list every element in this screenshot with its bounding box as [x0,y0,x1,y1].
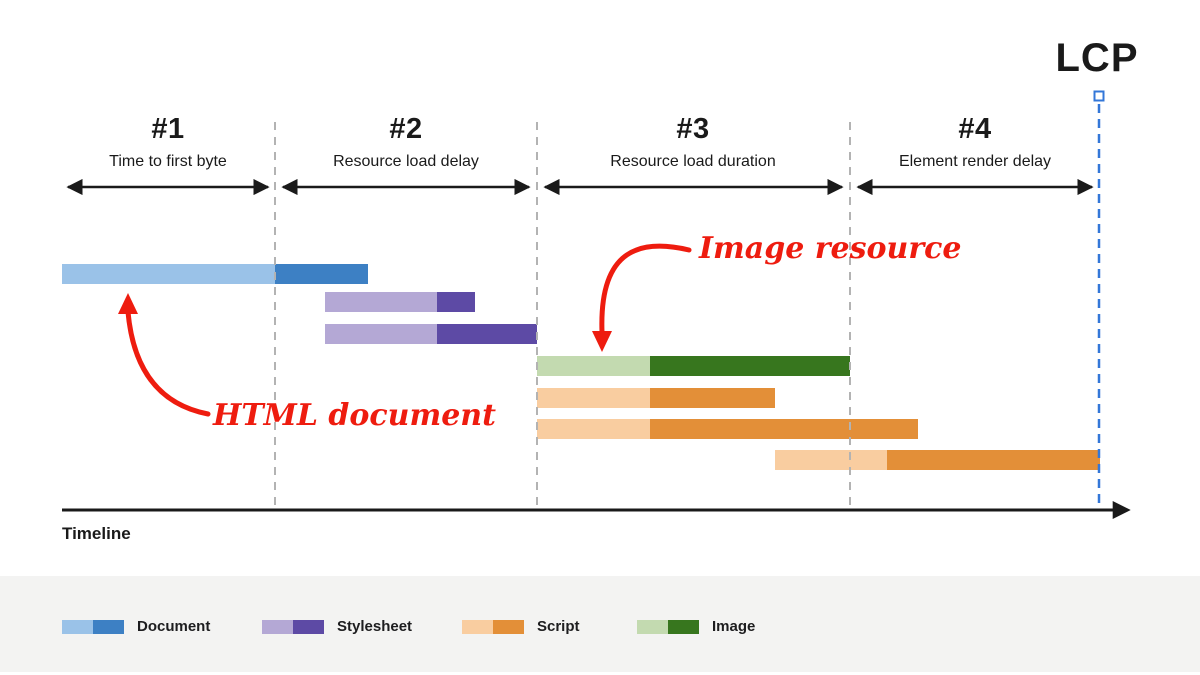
script-bar [537,419,918,439]
stylesheet-bar [325,292,475,312]
script-swatch-icon [462,619,524,634]
html-document-arrow [125,309,211,417]
phase-header-2: #2 Resource load delay [256,113,556,170]
phase-number: #2 [389,113,423,145]
legend-item-script: Script [462,618,580,635]
image-resource-annotation: Image resource [699,231,962,266]
script-bar [775,450,1100,470]
legend-item-image: Image [637,618,755,635]
html-document-arrowhead-icon [118,293,138,314]
script-bar-dark-segment [887,450,1100,470]
phase-label: Time to first byte [109,152,227,170]
script-bar [537,388,775,408]
stylesheet-bar-light-segment [325,324,437,344]
stylesheet-bar-dark-segment [437,292,475,312]
legend-band [0,576,1200,672]
document-bar [62,264,368,284]
image-bar [537,356,850,376]
image-bar-dark-segment [650,356,850,376]
image-resource-arrow [599,243,692,335]
legend-item-document: Document [62,618,210,635]
legend-label: Script [537,618,580,635]
phase-number: #1 [151,113,185,145]
phase-label: Resource load duration [610,152,776,170]
image-bar-light-segment [537,356,650,376]
phase-header-4: #4 Element render delay [825,113,1125,170]
legend-item-stylesheet: Stylesheet [262,618,412,635]
phase-header-3: #3 Resource load duration [543,113,843,170]
lcp-title: LCP [1055,36,1139,80]
script-bar-light-segment [537,419,650,439]
script-bar-dark-segment [650,419,918,439]
document-swatch-icon [62,619,124,634]
image-resource-arrowhead-icon [592,331,612,352]
document-bar-light-segment [62,264,275,284]
document-bar-dark-segment [275,264,368,284]
stylesheet-bar-light-segment [325,292,437,312]
legend-label: Image [712,618,756,635]
script-bar-light-segment [537,388,650,408]
image-swatch-icon [637,619,699,634]
stylesheet-bar [325,324,537,344]
stylesheet-bar-dark-segment [437,324,537,344]
legend-label: Document [137,618,211,635]
phase-number: #3 [676,113,710,145]
phase-number: #4 [958,113,992,145]
stylesheet-swatch-icon [262,619,324,634]
timeline-axis-label: Timeline [62,524,131,543]
lcp-marker-square-icon [1093,90,1105,102]
legend-label: Stylesheet [337,618,413,635]
html-document-annotation: HTML document [213,398,496,433]
script-bar-dark-segment [650,388,775,408]
phase-label: Resource load delay [333,152,479,170]
phase-label: Element render delay [898,152,1052,170]
phase-header-1: #1 Time to first byte [18,113,318,170]
script-bar-light-segment [775,450,887,470]
